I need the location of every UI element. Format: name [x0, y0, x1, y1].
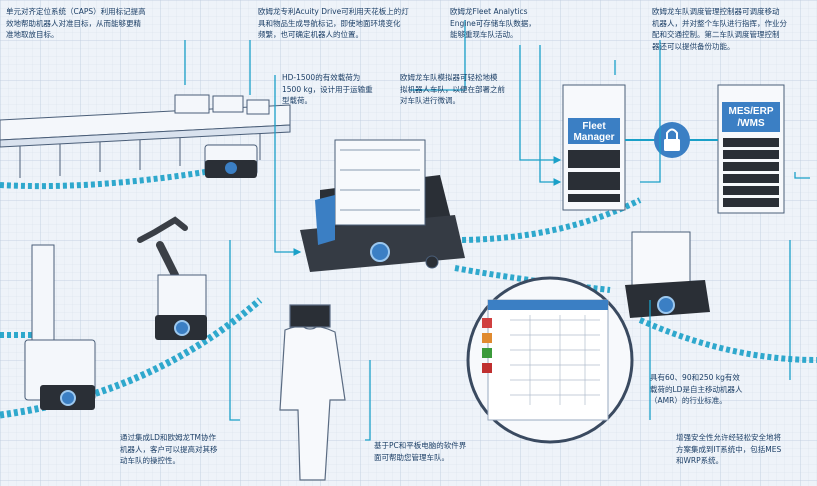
cobot-robot — [137, 216, 207, 340]
mes-label-line1: MES/ERP — [728, 106, 773, 117]
mes-label-line2: /WMS — [737, 118, 765, 129]
lift-robot — [24, 244, 96, 410]
hd1500-robot — [300, 139, 465, 272]
fleet-manager-server — [562, 84, 626, 211]
leader-lines — [184, 20, 810, 441]
fleet-manager-label-line1: Fleet — [582, 121, 606, 132]
person-with-tablet — [279, 304, 346, 481]
conveyor-line — [0, 94, 291, 178]
mes-erp-server — [717, 84, 785, 214]
callout-caps: 单元对齐定位系统（CAPS）利用标记提高 效地帮助机器人对准目标，从而能够更精 … — [6, 7, 146, 39]
fleet-manager-label-line2: Manager — [573, 132, 614, 143]
callout-fleet-simulator: 欧姆龙车队模拟器可轻松地模 拟机器人车队，以便在部署之前 对车队进行微调。 — [400, 73, 505, 105]
callout-cobot-integration: 通过集成LD和欧姆龙TM协作 机器人，客户可以提高对其移 动车队的操控性。 — [120, 433, 218, 465]
callout-security: 增强安全性允许经轻松安全地将 方案集成到IT系统中，包括MES 和WRP系统。 — [676, 433, 782, 465]
software-screen-magnifier — [466, 276, 634, 444]
callout-fleet-controller: 欧姆龙车队调度管理控制器可调度移动 机器人，并对整个车队进行指挥，作业分 配和交… — [652, 7, 787, 51]
conveyor-robot — [204, 144, 258, 178]
ld-robot — [625, 231, 710, 318]
callout-software-interface: 基于PC和平板电脑的软件界 面可帮助您管理车队。 — [374, 441, 467, 462]
lock-icon — [625, 122, 718, 158]
callout-ld-series: 具有60、90和250 kg有效 载荷的LD是自主移动机器人 （AMR）的行业标… — [650, 373, 743, 405]
callout-fleet-analytics: 欧姆龙Fleet Analytics Engine可存储车队数据， 能够重现车队… — [450, 7, 536, 39]
callout-acuity-drive: 欧姆龙专利Acuity Drive可利用天花板上的灯 具和物品生成导航标记，即使… — [258, 7, 409, 39]
callout-hd1500: HD-1500的有效载荷为 1500 kg，设计用于运输重 型载荷。 — [282, 73, 373, 105]
